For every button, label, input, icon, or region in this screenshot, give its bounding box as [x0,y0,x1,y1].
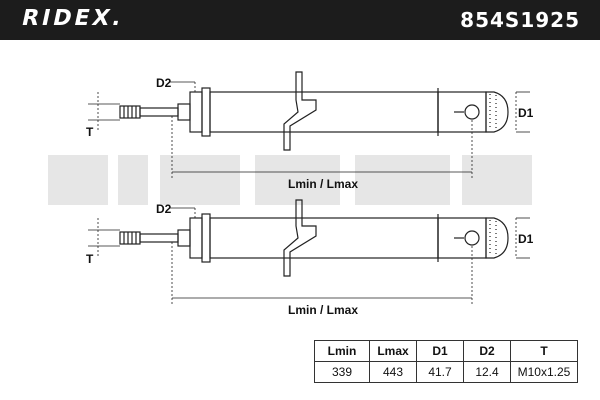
specs-header-cell: T [510,340,578,362]
specs-header-cell: D1 [416,340,464,362]
label-d1-upper: D1 [518,106,534,120]
specs-value-cell: M10x1.25 [510,361,578,383]
specs-header-row: Lmin Lmax D1 D2 T [314,340,578,362]
shock-absorber-lower [119,199,509,277]
specs-value-cell: 443 [369,361,417,383]
ridex-watermark [48,155,532,205]
label-d2-upper: D2 [156,76,172,90]
brand-logo: RIDEX. [19,6,127,31]
label-length-upper: Lmin / Lmax [288,177,358,191]
dimensions-lower [88,207,530,304]
header-bar: RIDEX. 854S1925 [0,0,600,40]
label-d1-lower: D1 [518,232,534,246]
specs-value-cell: 339 [314,361,370,383]
specs-value-row: 339 443 41.7 12.4 M10x1.25 [314,361,578,383]
label-t-upper: T [86,125,94,139]
label-length-lower: Lmin / Lmax [288,303,358,317]
specs-value-cell: 12.4 [463,361,511,383]
specs-header-cell: Lmax [369,340,417,362]
part-number: 854S1925 [460,8,580,32]
label-d2-lower: D2 [156,202,172,216]
shock-absorber-upper [119,71,509,151]
label-t-lower: T [86,252,94,266]
specs-table: Lmin Lmax D1 D2 T 339 443 41.7 12.4 M10x… [314,340,578,383]
specs-header-cell: D2 [463,340,511,362]
shock-absorber-drawing: D2 T D1 Lmin / Lmax D2 T [48,71,534,317]
specs-header-cell: Lmin [314,340,370,362]
specs-value-cell: 41.7 [416,361,464,383]
dimensions-upper [88,81,530,178]
